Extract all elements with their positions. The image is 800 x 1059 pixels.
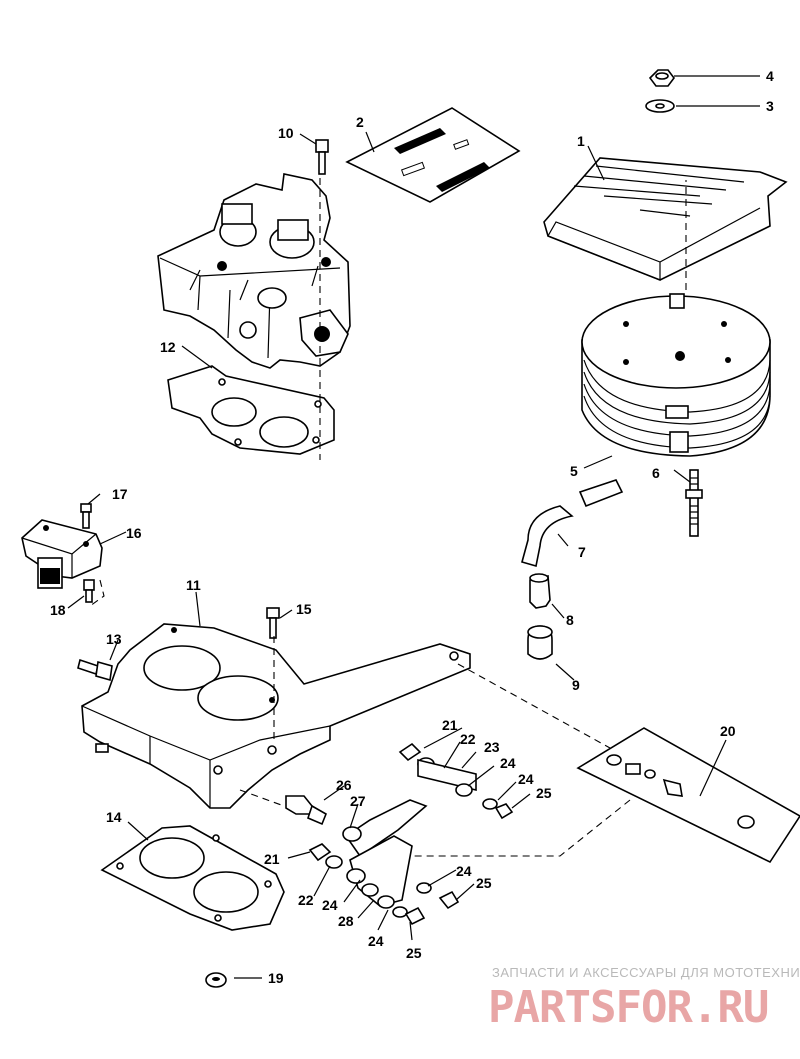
callout-11: 11: [186, 577, 201, 593]
callout-4: 4: [766, 68, 774, 84]
callout-21-upper: 21: [442, 717, 458, 733]
part-10-bolt: [315, 139, 329, 175]
part-19-nut: [205, 972, 227, 988]
callout-24-a: 24: [500, 755, 516, 771]
callout-2: 2: [356, 114, 364, 130]
callout-13: 13: [106, 631, 122, 647]
callout-1: 1: [577, 133, 585, 149]
callout-22-lower: 22: [298, 892, 314, 908]
part-15-bolt: [266, 607, 280, 639]
callout-7: 7: [578, 544, 586, 560]
part-12-gasket: [167, 365, 335, 455]
callout-28: 28: [338, 913, 354, 929]
part-5-flame-arrestor: [581, 293, 771, 457]
part-14-gasket: [100, 825, 285, 931]
throttle-body: [157, 173, 351, 369]
callout-25-c: 25: [476, 875, 492, 891]
callout-21-lower: 21: [264, 851, 280, 867]
callout-15: 15: [296, 601, 312, 617]
part-1-cover: [543, 157, 788, 281]
callout-16: 16: [126, 525, 142, 541]
part-13-fitting: [77, 658, 113, 682]
assembly-lines: [89, 178, 687, 857]
callout-10: 10: [278, 125, 294, 141]
part-3-washer: [645, 99, 675, 113]
callout-6: 6: [652, 465, 660, 481]
callout-8: 8: [566, 612, 574, 628]
callout-5: 5: [570, 463, 578, 479]
callout-22-upper: 22: [460, 731, 476, 747]
part-11-adapter-plate: [81, 623, 471, 809]
callout-24-d: 24: [368, 933, 384, 949]
watermark-caption: ЗАПЧАСТИ И АКСЕССУАРЫ ДЛЯ МОТОТЕХНИКИ: [492, 965, 800, 980]
callout-17: 17: [112, 486, 128, 502]
part-17-screw: [80, 503, 92, 529]
callout-26: 26: [336, 777, 352, 793]
part-7-hose: [521, 479, 624, 568]
part-4-nut: [648, 69, 675, 87]
callout-24-e: 24: [456, 863, 472, 879]
linkage-assembly: [308, 742, 514, 926]
part-2-decal: [345, 107, 521, 203]
callout-3: 3: [766, 98, 774, 114]
part-26-fitting: [285, 795, 328, 826]
watermark: ЗАПЧАСТИ И АКСЕССУАРЫ ДЛЯ МОТОТЕХНИКИ PA…: [488, 965, 800, 1033]
part-18-screw: [83, 579, 95, 603]
callout-23: 23: [484, 739, 500, 755]
leader-lines: [67, 75, 760, 979]
part-9-plug: [527, 625, 553, 660]
callout-24-b: 24: [518, 771, 534, 787]
part-20-kit: [576, 727, 800, 864]
callout-25-b: 25: [406, 945, 422, 961]
part-8-fitting: [529, 573, 551, 609]
part-16-sensor: [21, 519, 103, 589]
watermark-logo: PARTSFOR.RU: [488, 982, 768, 1033]
callout-12: 12: [160, 339, 176, 355]
part-6-stud: [685, 469, 703, 537]
callout-27: 27: [350, 793, 366, 809]
callout-18: 18: [50, 602, 66, 618]
callout-9: 9: [572, 677, 580, 693]
callout-19: 19: [268, 970, 284, 986]
callout-24-c: 24: [322, 897, 338, 913]
callout-25-a: 25: [536, 785, 552, 801]
callout-labels: 4 3 1 2 10 12 5 6 7 8 9 17 16 18 13 11 1…: [50, 68, 774, 986]
callout-20: 20: [720, 723, 736, 739]
callout-14: 14: [106, 809, 122, 825]
